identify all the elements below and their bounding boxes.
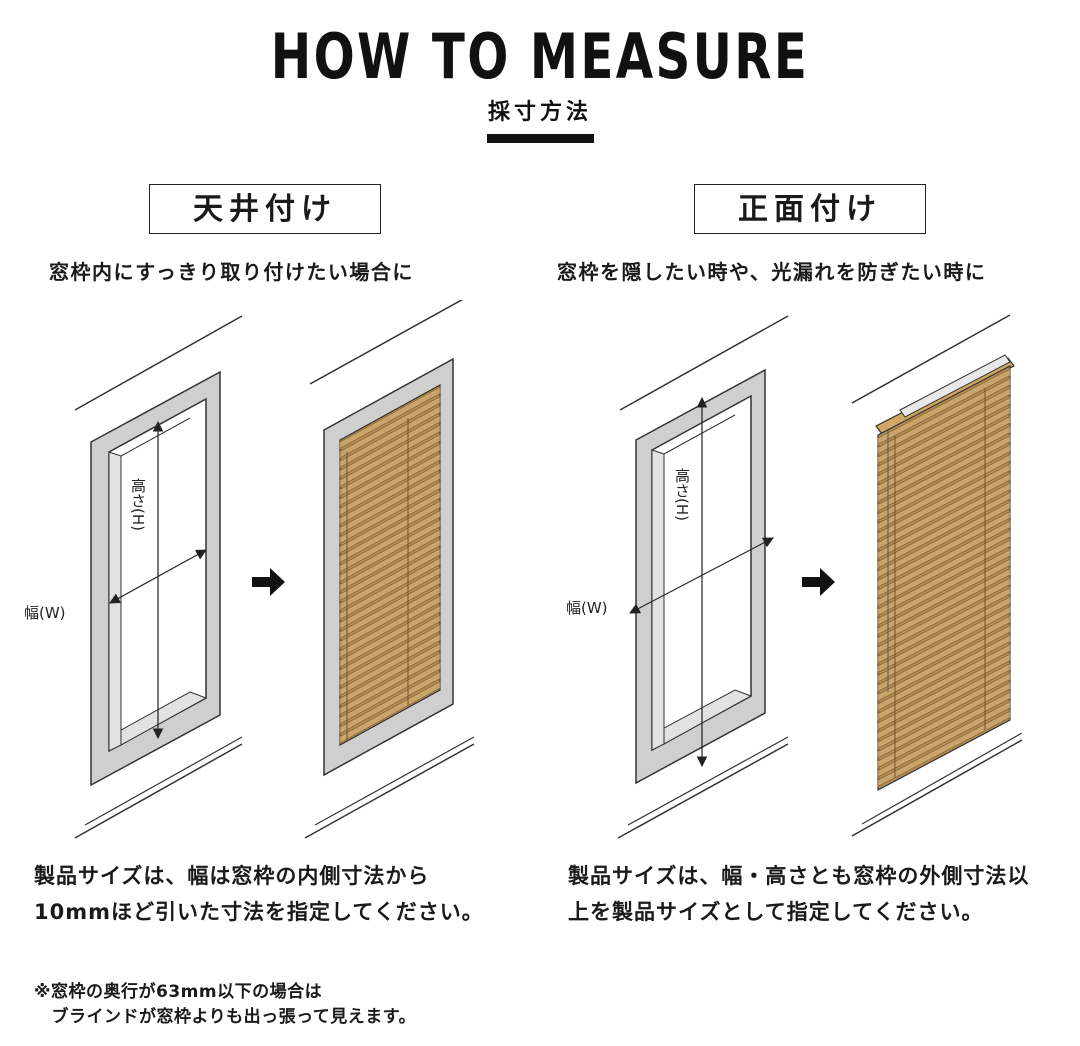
right-window-measure (617, 315, 789, 839)
depth-footnote: ※窓枠の奥行が63mm以下の場合は ブラインドが窓枠よりも出っ張って見えます。 (34, 982, 417, 1027)
blind-slat (877, 510, 1011, 588)
blind-slat (339, 595, 441, 659)
blind-slat (877, 425, 1011, 503)
right-height-label: 高さ(H) (673, 468, 691, 521)
blind-slat (877, 539, 1011, 617)
blind-slat (339, 547, 441, 611)
blind-slat (877, 453, 1011, 531)
page-title: HOW TO MEASURE (270, 20, 810, 93)
blind-slat (339, 623, 441, 687)
blind-slat (339, 633, 441, 697)
blind-slat (877, 567, 1011, 645)
blind-slat (339, 614, 441, 678)
blind-slat (339, 585, 441, 649)
left-arrow-icon (252, 568, 285, 596)
blind-slat (877, 634, 1011, 712)
blind-slat (877, 605, 1011, 683)
ceiling-mount-label: 天井付け (149, 184, 381, 234)
blind-slat (877, 377, 1011, 455)
blind-slat (877, 586, 1011, 664)
right-width-label: 幅(W) (566, 599, 608, 617)
page-subtitle: 採寸方法 (487, 100, 592, 125)
blind-slat (339, 566, 441, 630)
blind-slat (877, 396, 1011, 474)
blind-slat (339, 680, 441, 744)
blind-slat (339, 481, 441, 545)
blind-slat (877, 615, 1011, 693)
blind-slat (339, 538, 441, 602)
blind-slat (339, 405, 441, 469)
blind-slat (339, 414, 441, 478)
blind-slat (339, 519, 441, 583)
blind-slat (877, 700, 1011, 778)
title-underline (487, 134, 594, 143)
blind-slat (877, 691, 1011, 769)
blind-slat (877, 577, 1011, 655)
blind-slat (339, 490, 441, 554)
blind-slat (877, 472, 1011, 550)
blind-slat (877, 444, 1011, 522)
left-window-measure (74, 315, 243, 839)
blind-slat (877, 548, 1011, 626)
blind-slat (339, 386, 441, 450)
blind-slat (877, 434, 1011, 512)
blind-slat (877, 653, 1011, 731)
blind-slat (877, 491, 1011, 569)
blind-slat (877, 672, 1011, 750)
ceiling-mount-note: 製品サイズは、幅は窓枠の内側寸法から10mmほど引いた寸法を指定してください。 (34, 864, 484, 924)
blind-slat (339, 433, 441, 497)
blind-slat (877, 463, 1011, 541)
blind-slat (877, 558, 1011, 636)
blind-slat (339, 452, 441, 516)
blind-slat (877, 482, 1011, 560)
blind-slat (339, 509, 441, 573)
front-mount-note: 製品サイズは、幅・高さとも窓枠の外側寸法以上を製品サイズとして指定してください。 (568, 864, 1030, 924)
blind-slat (877, 710, 1011, 788)
front-mount-label: 正面付け (694, 184, 926, 234)
blind-slat (339, 528, 441, 592)
blind-slat (877, 368, 1011, 446)
blind-slat (339, 443, 441, 507)
blind-slat (877, 520, 1011, 598)
blind-slat (339, 671, 441, 735)
blind-slat (339, 604, 441, 668)
right-arrow-icon (802, 568, 835, 596)
blind-slat (339, 471, 441, 535)
ceiling-mount-caption: 窓枠内にすっきり取り付けたい場合に (49, 260, 414, 284)
blind-slat (877, 387, 1011, 465)
blind-slat (339, 576, 441, 640)
blind-slat (339, 424, 441, 488)
blind-slat (877, 681, 1011, 759)
blind-slat (877, 529, 1011, 607)
blind-slat (339, 395, 441, 459)
blind-slat (339, 557, 441, 621)
blind-slat (877, 624, 1011, 702)
blind-slat (339, 642, 441, 706)
blind-slat (339, 462, 441, 526)
front-mount-caption: 窓枠を隠したい時や、光漏れを防ぎたい時に (557, 260, 987, 284)
left-width-label: 幅(W) (24, 604, 66, 622)
blind-slat (877, 596, 1011, 674)
blind-slat (877, 643, 1011, 721)
blind-slat (339, 661, 441, 725)
blind-slat (877, 501, 1011, 579)
blind-slat (339, 500, 441, 564)
blind-slat (877, 406, 1011, 484)
blind-slat (877, 415, 1011, 493)
right-window-blind (851, 314, 1023, 837)
blind-slat (339, 652, 441, 716)
left-window-blind (304, 300, 475, 839)
blind-slat (877, 662, 1011, 740)
left-height-label: 高さ(H) (129, 478, 147, 531)
measurement-diagram: 高さ(H) 幅(W) 高さ(H) 幅(W) (24, 300, 1023, 839)
